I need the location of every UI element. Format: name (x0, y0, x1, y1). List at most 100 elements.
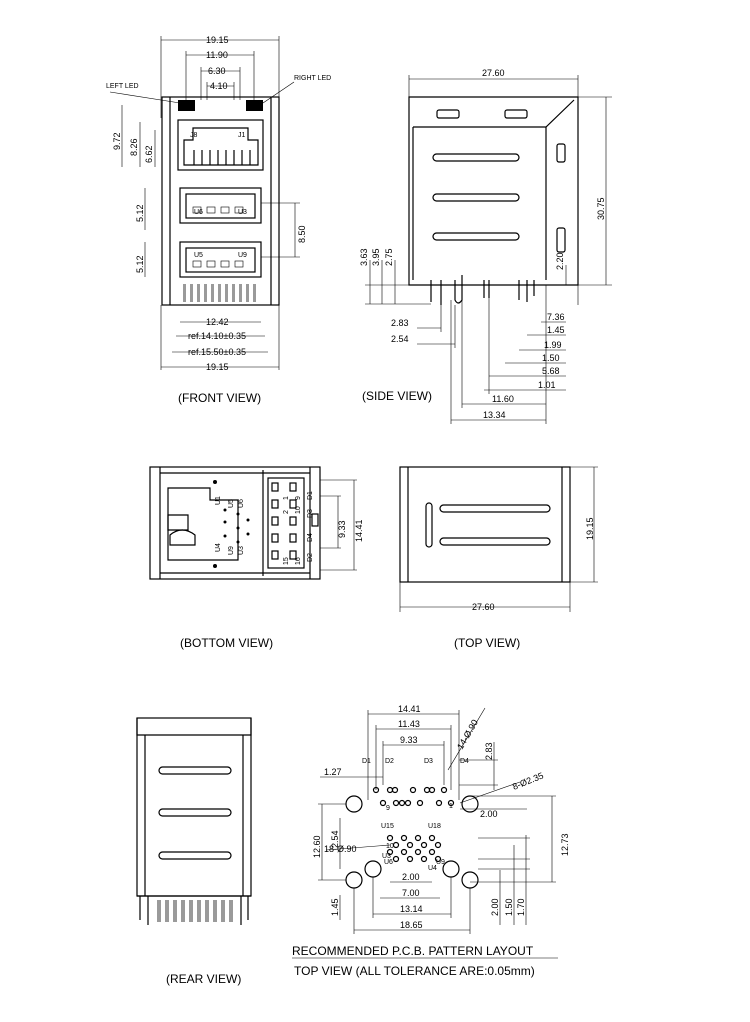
side-dim-5-68: 5.68 (542, 366, 560, 376)
pcb-label-d2: D2 (385, 758, 394, 765)
front-dim-5-12b: 5.12 (135, 255, 145, 273)
side-dim-3-95: 3.95 (371, 248, 381, 266)
pcb-label-d3: D3 (424, 758, 433, 765)
rear-view-caption: (REAR VIEW) (166, 972, 241, 986)
pcb-dim-13-14: 13.14 (400, 904, 423, 914)
bottom-pin-9: 9 (295, 496, 302, 500)
pcb-label-u4: U4 (428, 865, 437, 872)
top-dim-19-15: 19.15 (585, 517, 595, 540)
pcb-dim-14-41: 14.41 (398, 704, 421, 714)
j1-label: J1 (238, 132, 246, 139)
pcb-dim-1-50: 1.50 (504, 898, 514, 916)
pcb-dim-9-33: 9.33 (400, 735, 418, 745)
pcb-dim-2-83: 2.83 (484, 742, 494, 760)
front-dim-5-12a: 5.12 (135, 204, 145, 222)
j8-label: J8 (190, 132, 198, 139)
side-dim-7-36: 7.36 (547, 312, 565, 322)
pcb-dim-1-27: 1.27 (324, 767, 342, 777)
u3-label: U3 (238, 209, 247, 216)
bottom-pin-d3: D3 (307, 509, 314, 518)
bottom-pin-d2: D2 (307, 553, 314, 562)
top-view-caption: (TOP VIEW) (454, 636, 520, 650)
bottom-pin-u9: U9 (228, 546, 235, 555)
side-dim-2-20: 2.20 (555, 252, 565, 270)
pcb-dim-1-70: 1.70 (516, 898, 526, 916)
rear-view: (REAR VIEW) (136, 717, 252, 986)
pcb-title: RECOMMENDED P.C.B. PATTERN LAYOUT (292, 944, 534, 958)
u6-label: U6 (194, 209, 203, 216)
bottom-pin-10: 10 (295, 506, 302, 514)
side-dim-1-99: 1.99 (544, 340, 562, 350)
right-led-label: RIGHT LED (294, 75, 331, 82)
side-dim-13-34: 13.34 (483, 410, 506, 420)
front-dim-width-bottom: 19.15 (206, 362, 229, 372)
pcb-dim-2-00-inner: 2.00 (402, 872, 420, 882)
side-dim-30-75: 30.75 (596, 197, 606, 220)
bottom-pin-d1: D1 (307, 491, 314, 500)
side-dim-2-54: 2.54 (391, 334, 409, 344)
bottom-pin-2: 2 (283, 510, 290, 514)
front-dim-width: 19.15 (206, 35, 229, 45)
pcb-layout: 14.41 11.43 9.33 1.27 2.83 14-Ø.90 8-Ø2.… (292, 704, 570, 978)
pcb-label-9: 9 (386, 805, 390, 812)
pcb-dim-12-73: 12.73 (560, 833, 570, 856)
u5-label: U5 (194, 252, 203, 259)
side-view-caption: (SIDE VIEW) (362, 389, 432, 403)
pcb-label-u18: U18 (428, 823, 441, 830)
side-dim-1-45: 1.45 (547, 325, 565, 335)
bottom-pin-1: 1 (283, 496, 290, 500)
front-view: 19.15 11.90 6.30 4.10 9.72 8.26 6.62 5.1… (106, 35, 331, 405)
bottom-dim-14-41: 14.41 (354, 519, 364, 542)
front-view-caption: (FRONT VIEW) (178, 391, 261, 405)
pcb-label-u15: U15 (381, 823, 394, 830)
side-view: 27.60 30.75 3.63 3.95 2.75 2.20 2.83 2.5… (359, 68, 612, 424)
front-dim-6-62: 6.62 (144, 145, 154, 163)
top-dim-27-60: 27.60 (472, 602, 495, 612)
pcb-dim-7-00: 7.00 (402, 888, 420, 898)
pcb-dim-2-54: 2.54 (330, 830, 340, 848)
bottom-view: 9.33 14.41 U1 U5 U6 U4 U9 U3 D1 D3 D4 D2… (149, 466, 364, 650)
pcb-label-d4: D4 (460, 758, 469, 765)
pcb-dim-2-00-right: 2.00 (480, 809, 498, 819)
pcb-dim-1-45: 1.45 (330, 898, 340, 916)
bottom-view-caption: (BOTTOM VIEW) (180, 636, 273, 650)
side-dim-1-50: 1.50 (542, 353, 560, 363)
front-dim-8-50: 8.50 (297, 225, 307, 243)
top-view: 19.15 27.60 (TOP VIEW) (399, 466, 598, 650)
side-dim-3-63: 3.63 (359, 248, 369, 266)
pcb-label-u3: U3 (382, 853, 391, 860)
front-dim-12-42: 12.42 (206, 317, 229, 327)
left-led-label: LEFT LED (106, 83, 139, 90)
pcb-label-u6: U6 (384, 859, 393, 866)
side-dim-2-83: 2.83 (391, 318, 409, 328)
bottom-pin-u1: U1 (215, 496, 222, 505)
pcb-label-d1: D1 (362, 758, 371, 765)
pcb-dim-8-holes: 8-Ø2.35 (511, 770, 545, 791)
front-dim-9-72: 9.72 (112, 132, 122, 150)
bottom-pin-u5: U5 (228, 499, 235, 508)
pcb-dim-12-60: 12.60 (312, 835, 322, 858)
pcb-label-u9: U9 (436, 859, 445, 866)
bottom-pin-u3: U3 (238, 546, 245, 555)
pcb-dim-18-holes: 18-Ø.90 (324, 844, 357, 854)
pcb-subtitle: TOP VIEW (ALL TOLERANCE ARE:0.05mm) (294, 964, 535, 978)
pcb-dim-2-00-bottom: 2.00 (490, 898, 500, 916)
bottom-pin-15: 15 (283, 557, 290, 565)
bottom-pin-d4: D4 (307, 533, 314, 542)
bottom-pin-u6: U6 (238, 499, 245, 508)
front-dim-ref-14-10: ref.14.10±0.35 (188, 331, 246, 341)
front-dim-4-10: 4.10 (210, 81, 228, 91)
bottom-pin-16: 16 (295, 557, 302, 565)
side-dim-27-60: 27.60 (482, 68, 505, 78)
pcb-dim-11-43: 11.43 (398, 719, 420, 729)
u9-label: U9 (238, 252, 247, 259)
front-dim-8-26: 8.26 (129, 138, 139, 156)
side-dim-11-60: 11.60 (492, 394, 514, 404)
pcb-label-1: 1 (449, 803, 453, 810)
pcb-dim-18-65: 18.65 (400, 920, 423, 930)
pcb-label-10: 10 (386, 843, 394, 850)
front-dim-11-90: 11.90 (206, 50, 228, 60)
side-dim-2-75: 2.75 (384, 248, 394, 266)
front-dim-ref-15-50: ref.15.50±0.35 (188, 347, 246, 357)
